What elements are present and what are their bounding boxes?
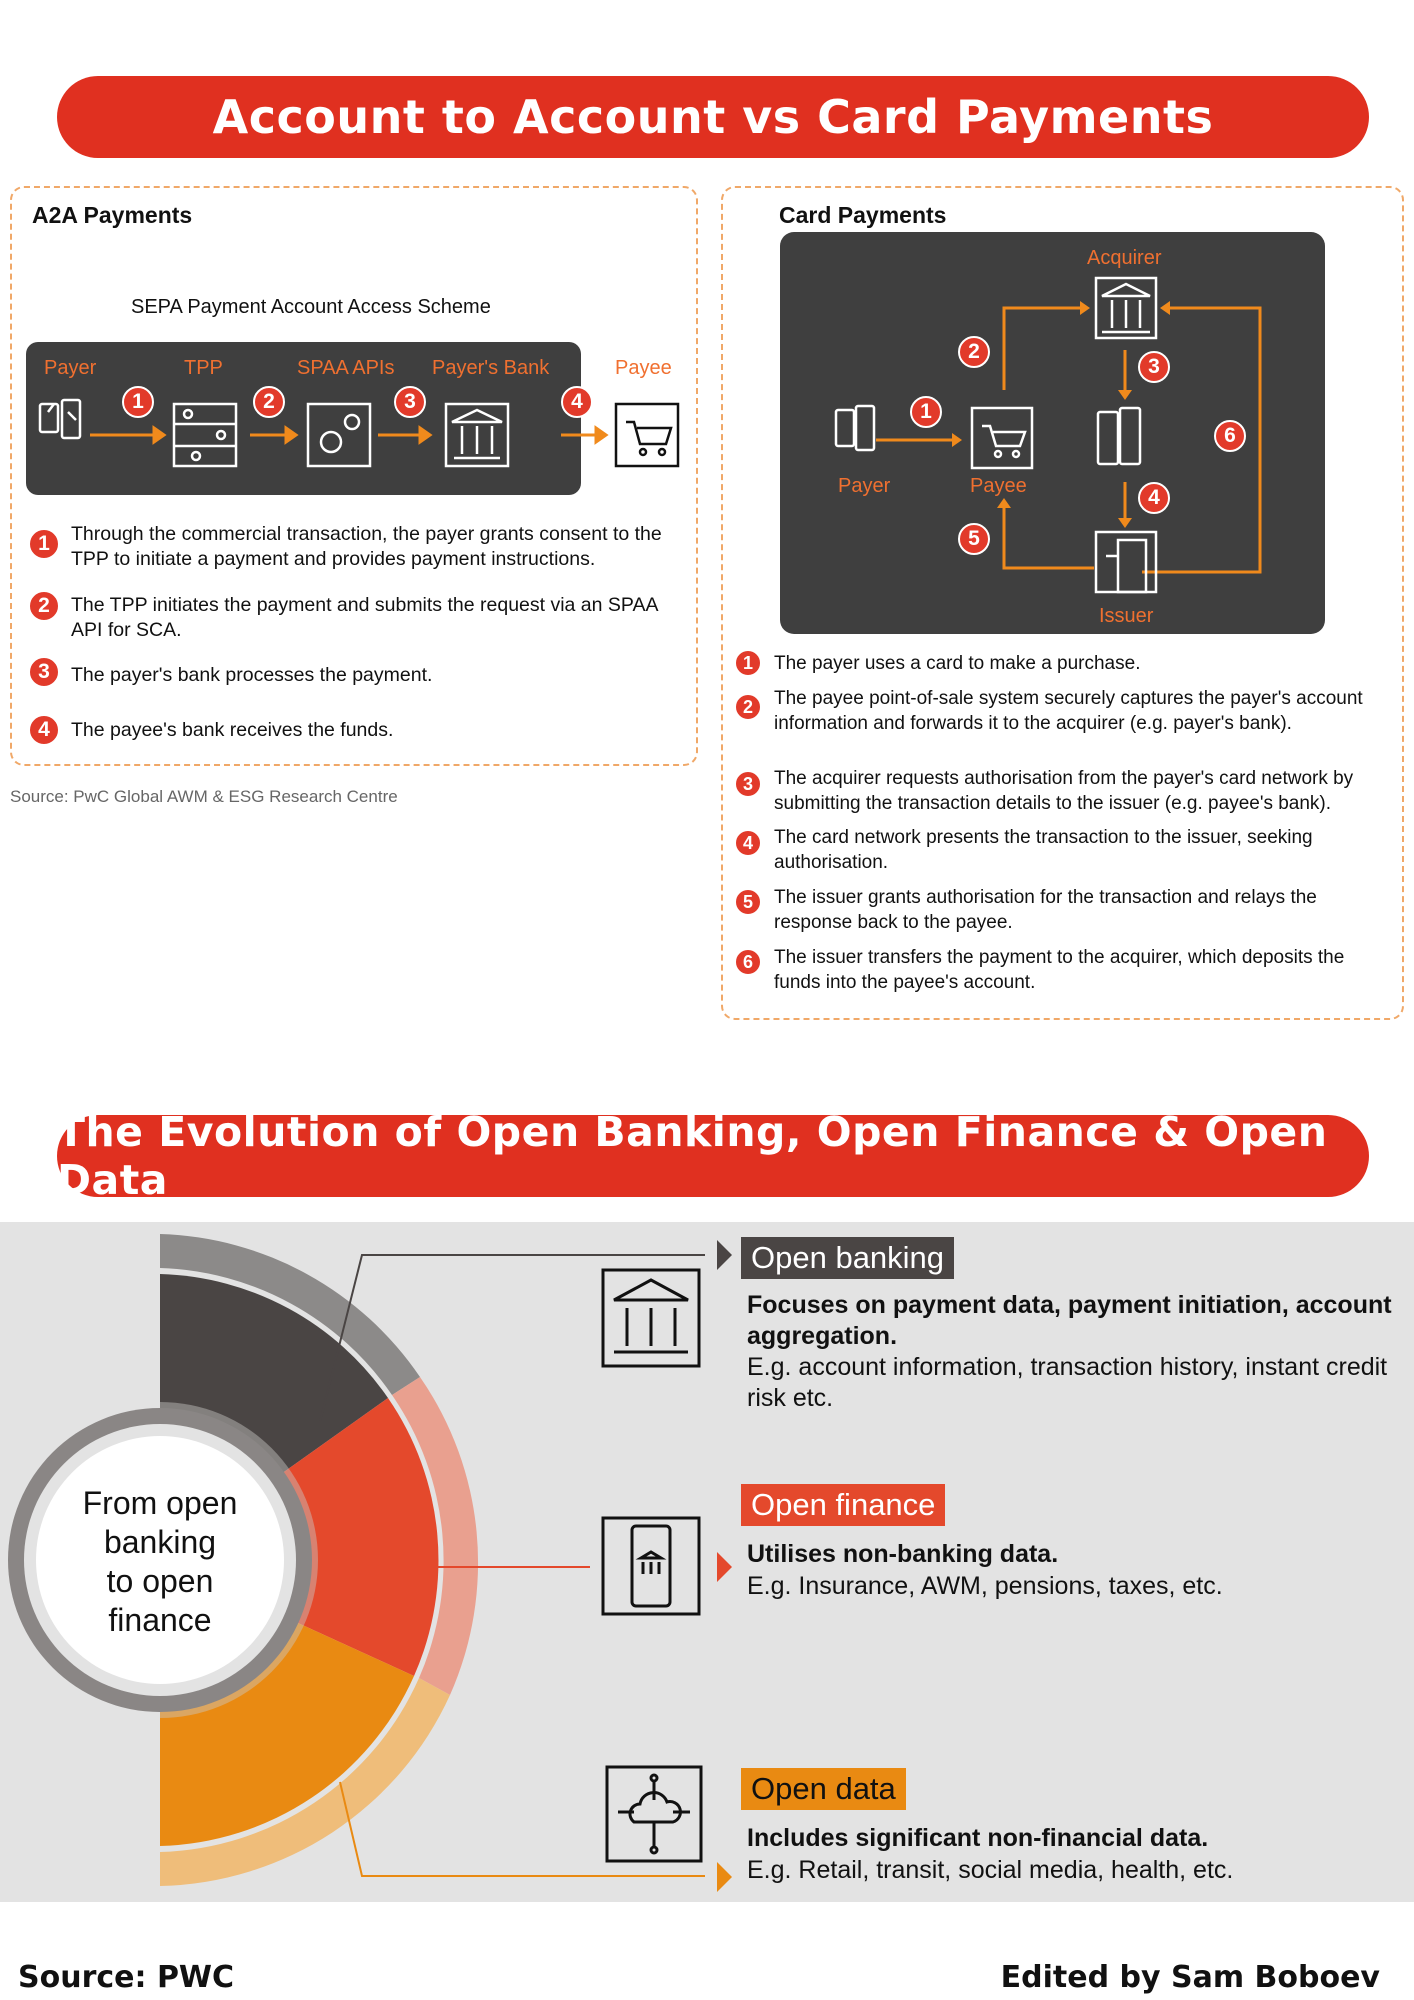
open-banking-bold: Focuses on payment data, payment initiat…: [747, 1291, 1392, 1319]
a2a-flow-num-4: 4: [561, 386, 593, 418]
open-data-bold: Includes significant non-financial data.: [747, 1824, 1209, 1852]
card-step-num: 6: [734, 948, 762, 976]
a2a-label-tpp: TPP: [184, 357, 223, 379]
open-banking-desc: risk etc.: [747, 1384, 834, 1412]
a2a-panel: [10, 186, 698, 766]
card-step-num: 3: [734, 770, 762, 798]
card-network-icon: [1096, 406, 1142, 466]
open-banking-desc: E.g. account information, transaction hi…: [747, 1353, 1388, 1381]
a2a-flow-num-2: 2: [253, 386, 285, 418]
card-step-text: The card network presents the transactio…: [774, 827, 1313, 873]
footer-edited-by: Edited by Sam Boboev: [1000, 1960, 1380, 1995]
banner-evolution: The Evolution of Open Banking, Open Fina…: [57, 1108, 1369, 1204]
a2a-label-payers-bank: Payer's Bank: [432, 357, 550, 379]
a2a-flow-diagram: [38, 398, 680, 468]
a2a-flow-box: [26, 342, 581, 495]
a2a-source-note: Source: PwC Global AWM & ESG Research Ce…: [10, 787, 398, 806]
acquirer-bank-icon: [1094, 276, 1158, 340]
open-finance-desc: E.g. Insurance, AWM, pensions, taxes, et…: [747, 1572, 1223, 1600]
a2a-title: A2A Payments: [32, 202, 193, 228]
banner-account-vs-card: Account to Account vs Card Payments: [57, 76, 1369, 158]
tpp-settings-icon: [172, 402, 238, 468]
mobile-bank-icon: [601, 1516, 701, 1616]
card-flow-num-4: 4: [1138, 482, 1170, 514]
evolution-arc-diagram: [8, 1234, 732, 1892]
issuer-building-icon: [1094, 530, 1158, 594]
payers-bank-icon: [444, 402, 510, 468]
a2a-label-payer: Payer: [44, 357, 97, 379]
a2a-step-text: The payee's bank receives the funds.: [71, 719, 394, 741]
footer-source: Source: PWC: [18, 1960, 235, 1995]
card-step-text: The issuer grants authorisation for the …: [774, 887, 1317, 933]
open-data-desc: E.g. Retail, transit, social media, heal…: [747, 1856, 1234, 1884]
tag-open-finance: Open finance: [741, 1484, 946, 1526]
a2a-label-payee: Payee: [615, 357, 672, 379]
a2a-step-num: 2: [28, 590, 60, 622]
card-flow-num-2: 2: [958, 336, 990, 368]
card-flow-num-5: 5: [958, 523, 990, 555]
card-flow-num-6: 6: [1214, 420, 1246, 452]
card-flow-diagram: [834, 276, 1262, 594]
card-label-payer: Payer: [838, 475, 891, 497]
card-step-num: 4: [734, 829, 762, 857]
card-payer-hand-icon: [834, 404, 876, 452]
cloud-network-icon: [605, 1765, 703, 1863]
a2a-flow-num-3: 3: [394, 386, 426, 418]
card-panel: [721, 186, 1404, 1020]
center-line: banking: [103, 1524, 217, 1560]
card-title: Card Payments: [779, 202, 947, 228]
a2a-step-num: 1: [28, 528, 60, 560]
card-label-issuer: Issuer: [1099, 605, 1154, 627]
card-flow-num-1: 1: [910, 396, 942, 428]
card-label-payee: Payee: [970, 475, 1027, 497]
center-line: to open: [106, 1563, 214, 1599]
a2a-step-text: The payer's bank processes the payment.: [71, 664, 433, 686]
a2a-scheme-label: SEPA Payment Account Access Scheme: [131, 296, 491, 318]
a2a-step-text: The TPP initiates the payment and submit…: [71, 594, 658, 641]
open-finance-bold: Utilises non-banking data.: [747, 1540, 1059, 1568]
a2a-flow-num-1: 1: [122, 386, 154, 418]
open-banking-bold: aggregation.: [747, 1322, 898, 1350]
card-flow-num-3: 3: [1138, 351, 1170, 383]
evolution-center-text: From open banking to open finance: [60, 1484, 260, 1640]
a2a-step-num: 3: [28, 656, 60, 688]
bank-icon: [601, 1268, 701, 1368]
card-label-acquirer: Acquirer: [1087, 247, 1162, 269]
tag-open-banking: Open banking: [741, 1237, 955, 1279]
card-payee-cart-icon: [970, 406, 1034, 470]
a2a-step-text: Through the commercial transaction, the …: [71, 523, 662, 570]
card-step-num: 5: [734, 888, 762, 916]
center-line: From open: [82, 1485, 238, 1521]
a2a-label-spaa: SPAA APIs: [297, 357, 395, 379]
card-step-num: 1: [734, 649, 762, 677]
center-line: finance: [108, 1602, 212, 1638]
card-step-num: 2: [734, 693, 762, 721]
tag-open-data: Open data: [741, 1768, 906, 1810]
card-step-text: The issuer transfers the payment to the …: [774, 947, 1345, 993]
spaa-gears-icon: [306, 402, 372, 468]
card-step-text: The payer uses a card to make a purchase…: [774, 653, 1141, 674]
a2a-step-num: 4: [28, 714, 60, 746]
card-step-text: The payee point-of-sale system securely …: [774, 688, 1363, 734]
payee-cart-icon: [614, 402, 680, 468]
payer-hand-icon: [38, 398, 82, 440]
card-step-text: The acquirer requests authorisation from…: [774, 768, 1354, 814]
